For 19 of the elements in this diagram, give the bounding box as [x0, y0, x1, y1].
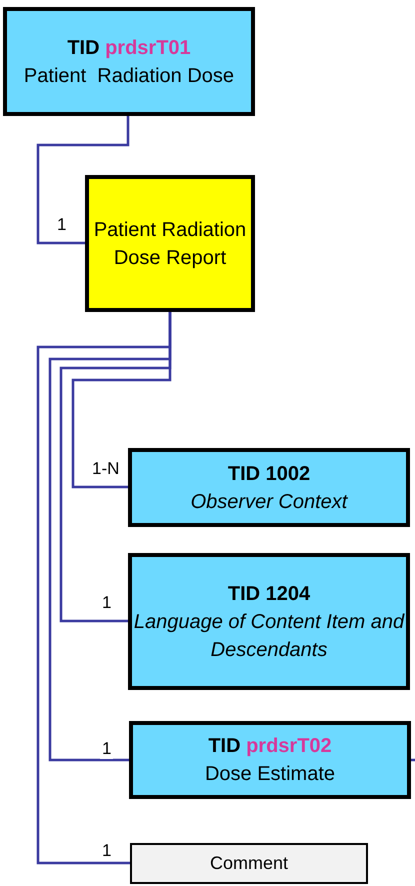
node-text: Comment [210, 852, 288, 875]
template-box [128, 553, 410, 690]
template-heading: TID prdsrT02 [208, 734, 332, 759]
template-heading: TID prdsrT01 [67, 36, 191, 60]
node-text: Language of Content Item and Descendants [132, 610, 406, 662]
template-box [129, 721, 411, 799]
connector-line [36, 116, 130, 244]
node-text: Observer Context [190, 490, 348, 514]
comment-box [130, 843, 368, 884]
template-box [3, 7, 255, 116]
connector-line [411, 758, 415, 762]
node-text: Patient Radiation Dose [24, 64, 234, 88]
template-box [128, 448, 410, 527]
connector-line [36, 312, 172, 864]
report-box [85, 175, 255, 312]
node-text: Patient Radiation Dose Report [92, 218, 248, 270]
template-heading: TID 1204 [228, 582, 310, 606]
node-text: Dose Estimate [204, 762, 336, 787]
template-heading: TID 1002 [228, 462, 310, 486]
